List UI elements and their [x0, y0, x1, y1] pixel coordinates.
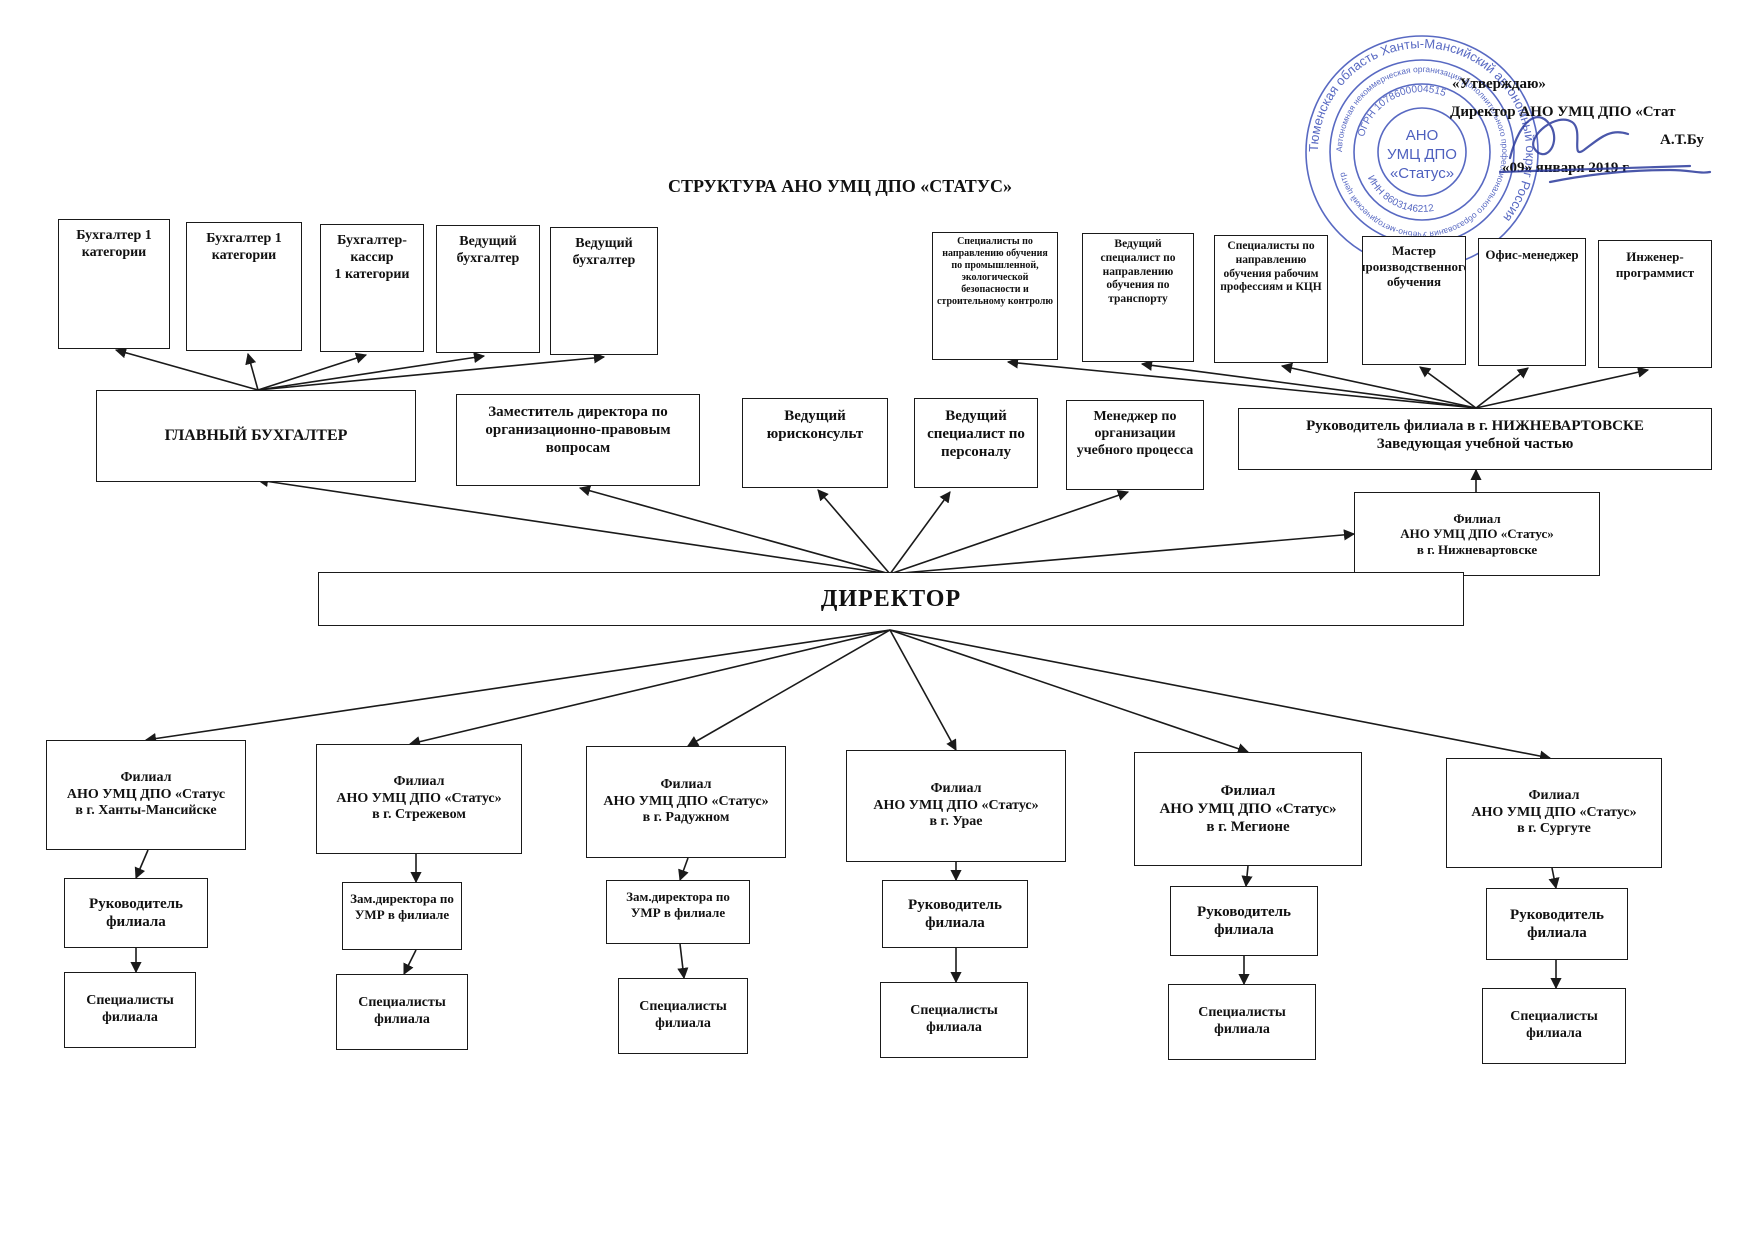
nv-engineer-programmer-box: Инженер-программист: [1598, 240, 1712, 368]
nv-branch-head-box: Руководитель филиала в г. НИЖНЕВАРТОВСКЕ…: [1238, 408, 1712, 470]
branch-head-box-strezhevoy: Зам.директора по УМР в филиале: [342, 882, 462, 950]
nv-master-instructor-box: Мастер производственного обучения: [1362, 236, 1466, 365]
director-box: ДИРЕКТОР: [318, 572, 1464, 626]
nv-safety-specialists-box: Специалисты по направлению обучения по п…: [932, 232, 1058, 360]
connector-arrow: [889, 629, 957, 751]
deputy-director-box: Заместитель директора по организационно-…: [456, 394, 700, 486]
connector-arrow: [889, 629, 1250, 755]
round-seal: Тюменская область Ханты-Мансийский автон…: [1305, 35, 1539, 269]
connector-arrow: [687, 629, 891, 747]
connector-arrow: [578, 485, 891, 575]
approval-block: «Утверждаю» Директор АНО УМЦ ДПО «Стат А…: [1420, 70, 1754, 182]
connector-arrow: [144, 629, 891, 745]
connector-arrow: [1419, 366, 1477, 409]
nv-transport-specialist-box: Ведущий специалист по направлению обучен…: [1082, 233, 1194, 362]
branch-box-surgut: Филиал АНО УМЦ ДПО «Статус» в г. Сургуте: [1446, 758, 1662, 868]
connector-arrow: [257, 352, 368, 391]
connector-arrow: [245, 352, 259, 391]
accountant-box: Бухгалтер 1 категории: [58, 219, 170, 349]
branch-specialists-box-strezhevoy: Специалисты филиала: [336, 974, 468, 1050]
lead-accountant-box: Ведущий бухгалтер: [550, 227, 658, 355]
branch-head-box-uray: Руководитель филиала: [882, 880, 1028, 948]
branch-box-raduzhny: Филиал АНО УМЦ ДПО «Статус» в г. Радужно…: [586, 746, 786, 858]
connector-arrow: [257, 352, 606, 391]
connector-arrow: [1140, 359, 1477, 409]
connector-arrow: [257, 351, 486, 391]
connector-arrow: [1475, 367, 1529, 409]
seal-center-line-1: АНО: [1406, 127, 1439, 144]
seal-center-line-2: УМЦ ДПО: [1387, 146, 1457, 163]
branch-head-box-megion: Руководитель филиала: [1170, 886, 1318, 956]
connector-arrow: [1241, 865, 1253, 888]
connector-arrow: [889, 491, 951, 575]
connector-arrow: [1280, 362, 1477, 409]
seal-center-line-3: «Статус»: [1390, 165, 1454, 182]
connector-arrow: [817, 489, 891, 575]
edu-process-manager-box: Менеджер по организации учебного процесс…: [1066, 400, 1204, 490]
approval-position: Директор АНО УМЦ ДПО «Стат: [1450, 104, 1676, 120]
approval-name: А.Т.Бу: [1660, 132, 1704, 148]
branch-box-megion: Филиал АНО УМЦ ДПО «Статус» в г. Мегионе: [1134, 752, 1362, 866]
branch-head-box-khanty-mansiysk: Руководитель филиала: [64, 878, 208, 948]
cashier-box: Бухгалтер-кассир 1 категории: [320, 224, 424, 352]
nv-workforce-specialists-box: Специалисты по направлению обучения рабо…: [1214, 235, 1328, 363]
branch-specialists-box-uray: Специалисты филиала: [880, 982, 1028, 1058]
lead-accountant-box: Ведущий бухгалтер: [436, 225, 540, 353]
nv-branch-box: Филиал АНО УМЦ ДПО «Статус» в г. Нижнева…: [1354, 492, 1600, 576]
signature-mark: [1498, 116, 1712, 184]
branch-head-box-raduzhny: Зам.директора по УМР в филиале: [606, 880, 750, 944]
branch-box-khanty-mansiysk: Филиал АНО УМЦ ДПО «Статус в г. Ханты-Ма…: [46, 740, 246, 850]
accountant-box: Бухгалтер 1 категории: [186, 222, 302, 351]
chief-accountant-box: ГЛАВНЫЙ БУХГАЛТЕР: [96, 390, 416, 482]
connector-arrow: [1548, 867, 1560, 890]
branch-specialists-box-raduzhny: Специалисты филиала: [618, 978, 748, 1054]
connector-arrow: [403, 949, 417, 976]
branch-specialists-box-khanty-mansiysk: Специалисты филиала: [64, 972, 196, 1048]
branch-box-uray: Филиал АНО УМЦ ДПО «Статус» в г. Урае: [846, 750, 1066, 862]
branch-head-box-surgut: Руководитель филиала: [1486, 888, 1628, 960]
branch-specialists-box-megion: Специалисты филиала: [1168, 984, 1316, 1060]
connector-arrow: [889, 489, 1130, 575]
page-title: СТРУКТУРА АНО УМЦ ДПО «СТАТУС»: [667, 176, 1013, 196]
connector-arrow: [889, 529, 1356, 575]
lead-hr-specialist-box: Ведущий специалист по персоналу: [914, 398, 1038, 488]
connector-arrow: [677, 943, 689, 980]
branch-box-strezhevoy: Филиал АНО УМЦ ДПО «Статус» в г. Стрежев…: [316, 744, 522, 854]
connector-arrow: [408, 629, 891, 748]
lead-lawyer-box: Ведущий юрисконсульт: [742, 398, 888, 488]
approval-heading: «Утверждаю»: [1452, 76, 1546, 92]
nv-office-manager-box: Офис-менеджер: [1478, 238, 1586, 366]
connector-arrow: [114, 347, 259, 391]
connector-arrow: [256, 475, 891, 575]
branch-specialists-box-surgut: Специалисты филиала: [1482, 988, 1626, 1064]
connector-arrow: [134, 849, 149, 880]
connector-arrow: [1475, 366, 1650, 409]
connector-arrow: [678, 857, 689, 882]
connector-arrow: [1006, 357, 1477, 409]
connector-arrow: [889, 629, 1552, 762]
